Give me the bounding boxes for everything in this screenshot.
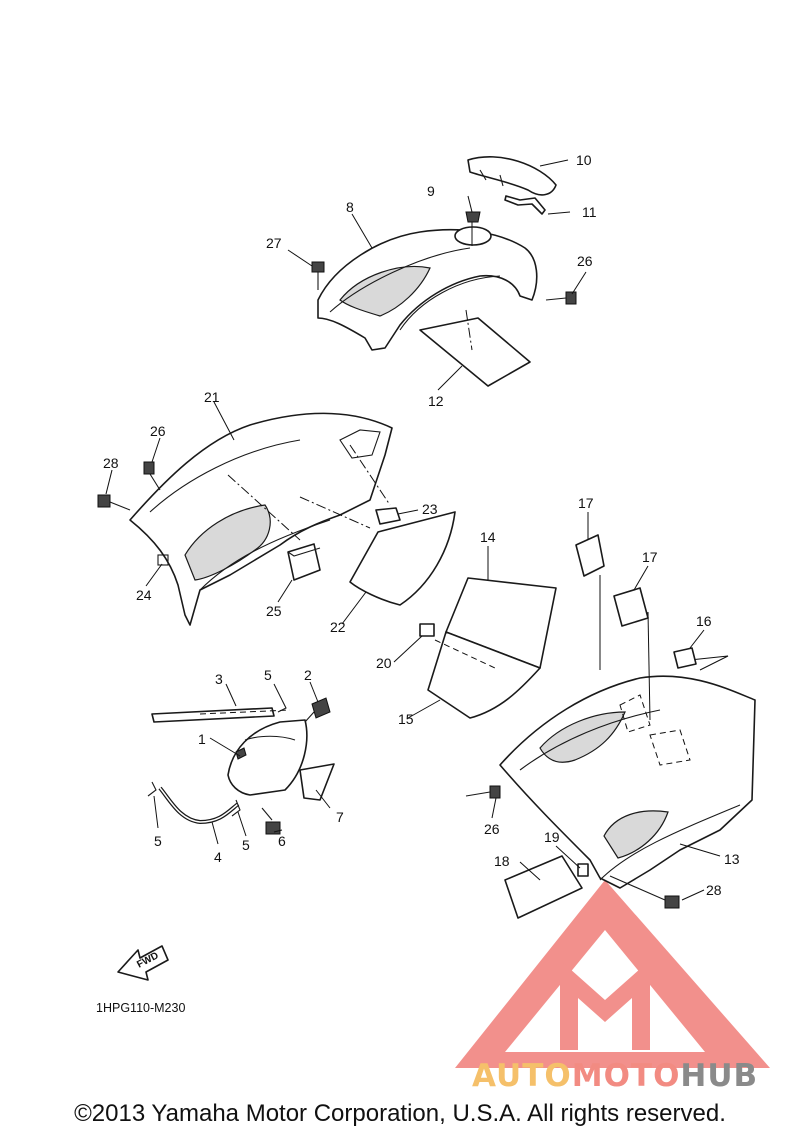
callout-17-a: 17 bbox=[578, 495, 594, 511]
part-26-bolt-left-icon bbox=[143, 461, 161, 491]
leader-dashdot-21a bbox=[227, 474, 301, 541]
part-26-bolt-right-icon bbox=[465, 785, 501, 799]
part-4-hose bbox=[158, 786, 240, 824]
callout-5-top: 5 bbox=[264, 667, 272, 683]
callout-27: 27 bbox=[266, 235, 282, 251]
automotohub-logo bbox=[455, 880, 770, 1068]
leader-dashdot-21b bbox=[299, 496, 371, 529]
logo-m-icon bbox=[560, 960, 650, 1050]
callout-17-b: 17 bbox=[642, 549, 658, 565]
callout-19: 19 bbox=[544, 829, 560, 845]
callout-5-left: 5 bbox=[154, 833, 162, 849]
part-17-block-lower bbox=[613, 587, 649, 627]
part-3-rod bbox=[151, 707, 275, 723]
part-28-bolt-left-icon bbox=[97, 494, 131, 511]
logo-triangle-icon bbox=[455, 880, 770, 1068]
part-12-pad bbox=[419, 317, 531, 387]
part-20-clip bbox=[419, 623, 435, 637]
callout-9: 9 bbox=[427, 183, 435, 199]
wordmark-moto: MOTO bbox=[572, 1058, 681, 1094]
copyright-notice: ©2013 Yamaha Motor Corporation, U.S.A. A… bbox=[74, 1100, 726, 1127]
part-27-screw-icon bbox=[311, 261, 325, 290]
callout-6: 6 bbox=[278, 833, 286, 849]
callout-3: 3 bbox=[215, 671, 223, 687]
callout-22: 22 bbox=[330, 619, 346, 635]
callout-14: 14 bbox=[480, 529, 496, 545]
part-8-center-cover bbox=[317, 211, 538, 351]
callout-8: 8 bbox=[346, 199, 354, 215]
part-19-clip bbox=[577, 863, 589, 877]
part-13-side-cover bbox=[499, 675, 756, 889]
callout-1: 1 bbox=[198, 731, 206, 747]
callout-21: 21 bbox=[204, 389, 220, 405]
automotohub-wordmark: AUTOMOTOHUB bbox=[472, 1058, 758, 1094]
part-17-block-upper bbox=[575, 534, 605, 577]
part-16-block bbox=[673, 647, 697, 669]
callout-13: 13 bbox=[724, 851, 740, 867]
part-26-bolt-icon bbox=[545, 291, 577, 305]
callout-28-right: 28 bbox=[706, 882, 722, 898]
callout-15: 15 bbox=[398, 711, 414, 727]
wordmark-hub: HUB bbox=[680, 1058, 758, 1094]
part-5-clip-b bbox=[231, 799, 241, 817]
part-18-sheet bbox=[504, 855, 583, 919]
part-22-sheet bbox=[349, 511, 456, 606]
part-7-bracket bbox=[299, 763, 335, 801]
callout-2: 2 bbox=[304, 667, 312, 683]
callout-26-left: 26 bbox=[150, 423, 166, 439]
part-6-bolt bbox=[261, 807, 281, 835]
part-2-cap bbox=[304, 697, 331, 723]
part-5-clip-a bbox=[147, 781, 157, 797]
callout-24: 24 bbox=[136, 587, 152, 603]
top-cover-assembly bbox=[467, 156, 557, 215]
part-21-side-cover bbox=[129, 412, 393, 626]
callout-28-left: 28 bbox=[103, 455, 119, 471]
callout-4: 4 bbox=[214, 849, 222, 865]
part-5-clip-c bbox=[277, 699, 287, 713]
callout-26-top: 26 bbox=[577, 253, 593, 269]
leader-lines bbox=[105, 159, 721, 901]
part-10-cover bbox=[467, 156, 557, 196]
part-25-block bbox=[287, 543, 321, 581]
callout-26-right: 26 bbox=[484, 821, 500, 837]
callout-18: 18 bbox=[494, 853, 510, 869]
callout-5-mid: 5 bbox=[242, 837, 250, 853]
callout-7: 7 bbox=[336, 809, 344, 825]
part-28-bolt-right-icon bbox=[609, 875, 680, 909]
figure-code: 1HPG110-M230 bbox=[96, 1001, 185, 1015]
callout-23: 23 bbox=[422, 501, 438, 517]
fwd-arrow-icon: FWD bbox=[117, 945, 169, 981]
callout-11: 11 bbox=[582, 204, 597, 220]
wordmark-auto: AUTO bbox=[472, 1058, 572, 1094]
part-15-panel bbox=[427, 631, 541, 719]
callout-16: 16 bbox=[696, 613, 712, 629]
callout-12: 12 bbox=[428, 393, 444, 409]
callout-10: 10 bbox=[576, 152, 592, 168]
callout-20: 20 bbox=[376, 655, 392, 671]
callout-labels: 10 9 11 8 27 26 12 21 26 28 23 24 25 22 … bbox=[103, 152, 740, 898]
callout-25: 25 bbox=[266, 603, 282, 619]
part-23-block bbox=[375, 507, 401, 525]
part-1-reservoir bbox=[227, 719, 308, 796]
part-11-bracket bbox=[504, 195, 546, 215]
